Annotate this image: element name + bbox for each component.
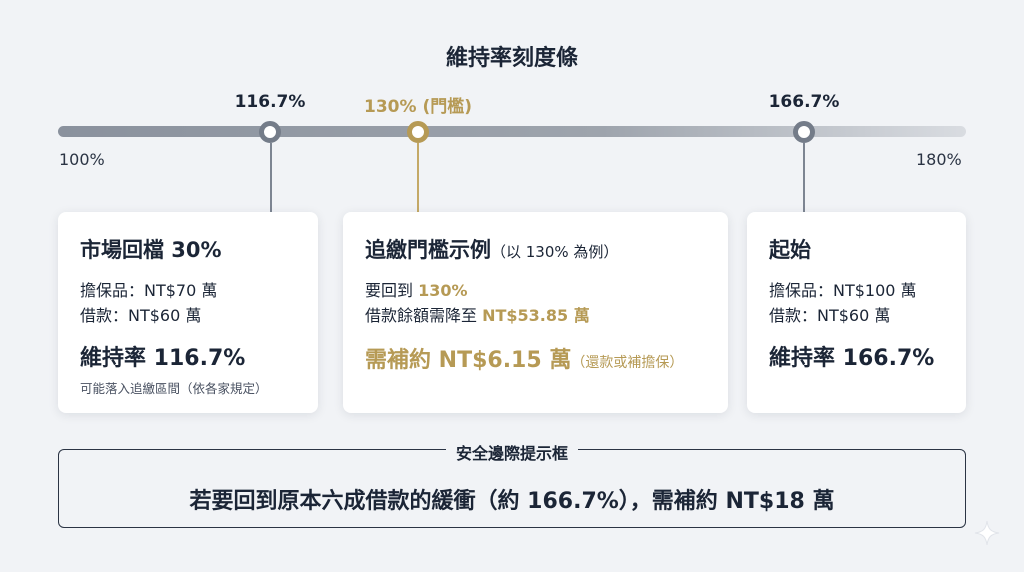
card-threshold-need: 需補約 NT$6.15 萬（還款或補擔保） — [365, 342, 706, 374]
connector-line-drop — [270, 143, 272, 212]
card-start-collateral: 擔保品：NT$100 萬 — [769, 281, 917, 300]
card-drop-note: 可能落入追繳區間（依各家規定） — [80, 381, 268, 396]
card-threshold-example: 追繳門檻示例（以 130% 為例） 要回到 130% 借款餘額需降至 NT$53… — [343, 212, 728, 413]
card-threshold-line1-value: 130% — [418, 281, 468, 300]
card-start-title: 起始 — [769, 238, 811, 262]
card-threshold-need-amount: 需補約 NT$6.15 萬 — [365, 348, 572, 373]
safety-title-wrap: 安全邊際提示框 — [0, 440, 1024, 464]
card-threshold-line2-value: NT$53.85 萬 — [482, 306, 590, 325]
safety-title: 安全邊際提示框 — [445, 440, 578, 464]
card-start-loan: 借款：NT$60 萬 — [769, 306, 891, 325]
card-threshold-line1-prefix: 要回到 — [365, 281, 419, 300]
card-drop-collateral: 擔保品：NT$70 萬 — [80, 281, 218, 300]
sparkle-icon — [974, 520, 1000, 546]
ratio-scale-track — [58, 126, 966, 137]
card-start-ratio: 維持率 166.7% — [769, 346, 935, 371]
card-threshold-title: 追繳門檻示例 — [365, 238, 491, 262]
card-threshold-heading: 追繳門檻示例（以 130% 為例） — [365, 234, 706, 264]
marker-116-dot — [259, 121, 281, 143]
marker-130-dot — [407, 121, 429, 143]
marker-label-130-threshold: 130% (門檻) — [364, 97, 472, 117]
safety-text: 若要回到原本六成借款的緩衝（約 166.7%），需補約 NT$18 萬 — [189, 489, 835, 514]
card-drop-title: 市場回檔 30% — [80, 238, 222, 262]
card-threshold-line2: 借款餘額需降至 NT$53.85 萬 — [365, 303, 706, 328]
marker-label-116: 116.7% — [234, 92, 306, 112]
scale-min-label: 100% — [59, 150, 105, 169]
marker-label-166: 166.7% — [768, 92, 840, 112]
connector-line-start — [803, 143, 805, 212]
marker-166-dot — [793, 121, 815, 143]
card-threshold-line1: 要回到 130% — [365, 278, 706, 303]
card-market-drop: 市場回檔 30% 擔保品：NT$70 萬 借款：NT$60 萬 維持率 116.… — [58, 212, 318, 413]
scale-max-label: 180% — [916, 150, 962, 169]
card-drop-ratio: 維持率 116.7% — [80, 346, 246, 371]
card-drop-loan: 借款：NT$60 萬 — [80, 306, 202, 325]
card-start: 起始 擔保品：NT$100 萬 借款：NT$60 萬 維持率 166.7% — [747, 212, 966, 413]
card-threshold-line2-prefix: 借款餘額需降至 — [365, 306, 483, 325]
connector-line-threshold — [417, 143, 419, 212]
card-threshold-need-note: （還款或補擔保） — [571, 355, 684, 371]
card-threshold-title-note: （以 130% 為例） — [491, 243, 619, 261]
page-title: 維持率刻度條 — [445, 46, 578, 71]
